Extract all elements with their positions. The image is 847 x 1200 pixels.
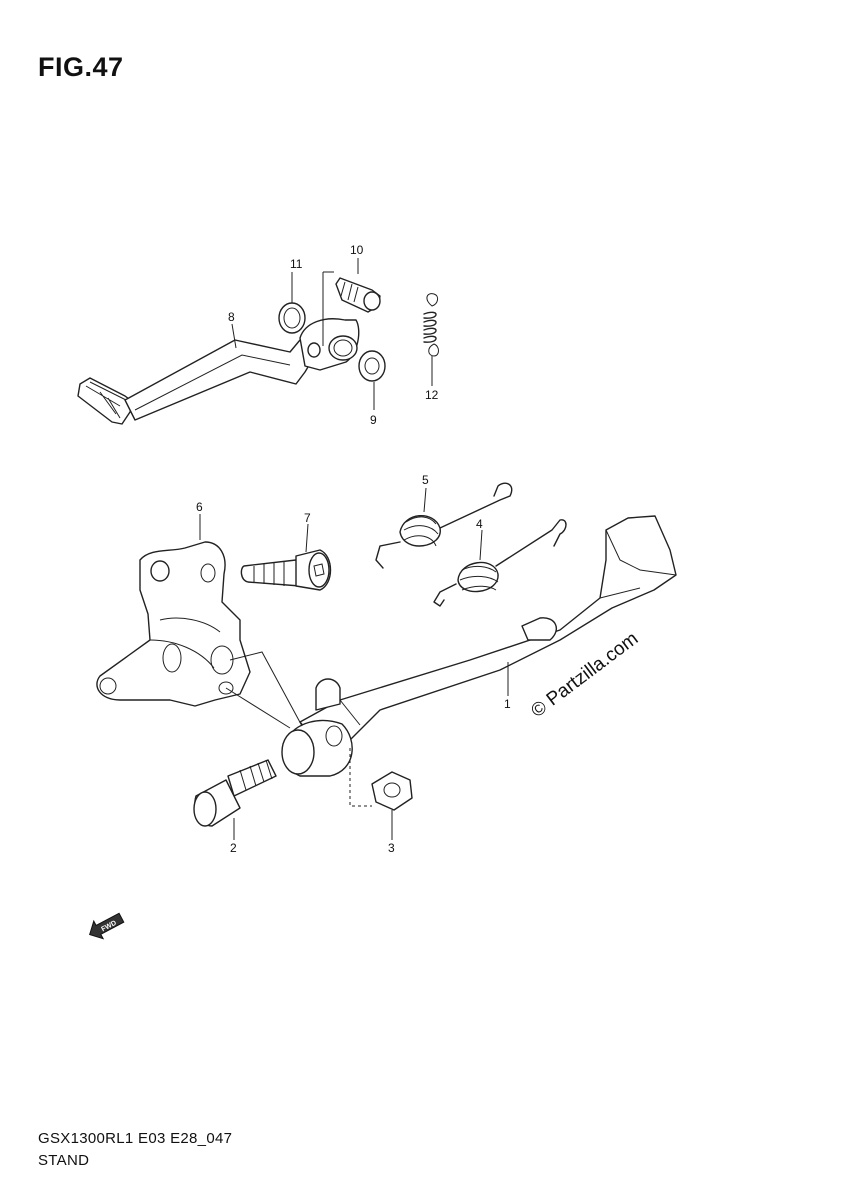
- washer: [358, 350, 386, 382]
- callout-7: 7: [304, 511, 311, 525]
- callout-1: 1: [504, 697, 511, 711]
- stand-spring-outer: [375, 482, 513, 569]
- circlip: [278, 302, 306, 334]
- diagram-name: STAND: [38, 1152, 90, 1169]
- callout-3: 3: [388, 841, 395, 855]
- callout-11: 11: [290, 257, 303, 271]
- callout-12: 12: [425, 388, 439, 402]
- callout-4: 4: [476, 517, 483, 531]
- stand-spring-inner: [433, 519, 567, 607]
- diagram-code: GSX1300RL1 E03 E28_047: [38, 1130, 233, 1147]
- callout-9: 9: [370, 413, 377, 427]
- forward-arrow-icon: FWD: [89, 912, 125, 940]
- callout-10: 10: [350, 243, 364, 257]
- stand-bracket: [96, 541, 251, 707]
- bracket-bolt: [240, 549, 332, 591]
- callout-8: 8: [228, 310, 235, 324]
- leader-lines: [199, 258, 509, 840]
- shift-lever-bolt: [335, 277, 381, 313]
- figure-title: FIG.47: [38, 52, 124, 82]
- return-spring-small: [423, 293, 439, 357]
- stand-pivot-bolt: [193, 759, 277, 827]
- callout-2: 2: [230, 841, 237, 855]
- callout-6: 6: [196, 500, 203, 514]
- callout-5: 5: [422, 473, 429, 487]
- stand-nut: [371, 771, 413, 811]
- shift-lever: [77, 318, 360, 425]
- side-stand: [281, 515, 677, 777]
